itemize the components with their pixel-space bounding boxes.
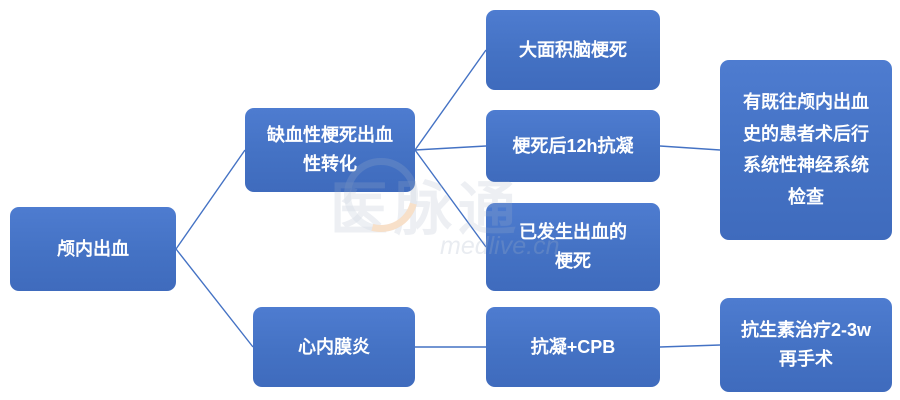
node-anticoagulation-cpb: 抗凝+CPB	[486, 307, 660, 387]
node-hemorrhagic-transformation: 缺血性梗死出血 性转化	[245, 108, 415, 192]
edge-transformation-to-large-infarction	[414, 49, 487, 151]
edge-cpb-to-antibiotic	[659, 344, 721, 348]
node-anticoagulation-12h: 梗死后12h抗凝	[486, 110, 660, 182]
node-large-cerebral-infarction: 大面积脑梗死	[486, 10, 660, 90]
node-infarct-with-hemorrhage: 已发生出血的 梗死	[486, 203, 660, 291]
edge-anticoagulation-12h-to-neuro-exam	[659, 145, 721, 151]
node-postop-neuro-exam: 有既往颅内出血 史的患者术后行 系统性神经系统 检查	[720, 60, 892, 240]
node-antibiotic-reoperation: 抗生素治疗2-3w 再手术	[720, 298, 892, 392]
node-intracranial-hemorrhage: 颅内出血	[10, 207, 176, 291]
edge-root-to-transformation	[175, 149, 246, 250]
edge-root-to-endocarditis	[175, 248, 254, 348]
edge-transformation-to-anticoagulation-12h	[414, 145, 487, 151]
node-endocarditis: 心内膜炎	[253, 307, 415, 387]
edge-transformation-to-infarct-with-hemorrhage	[414, 149, 487, 248]
